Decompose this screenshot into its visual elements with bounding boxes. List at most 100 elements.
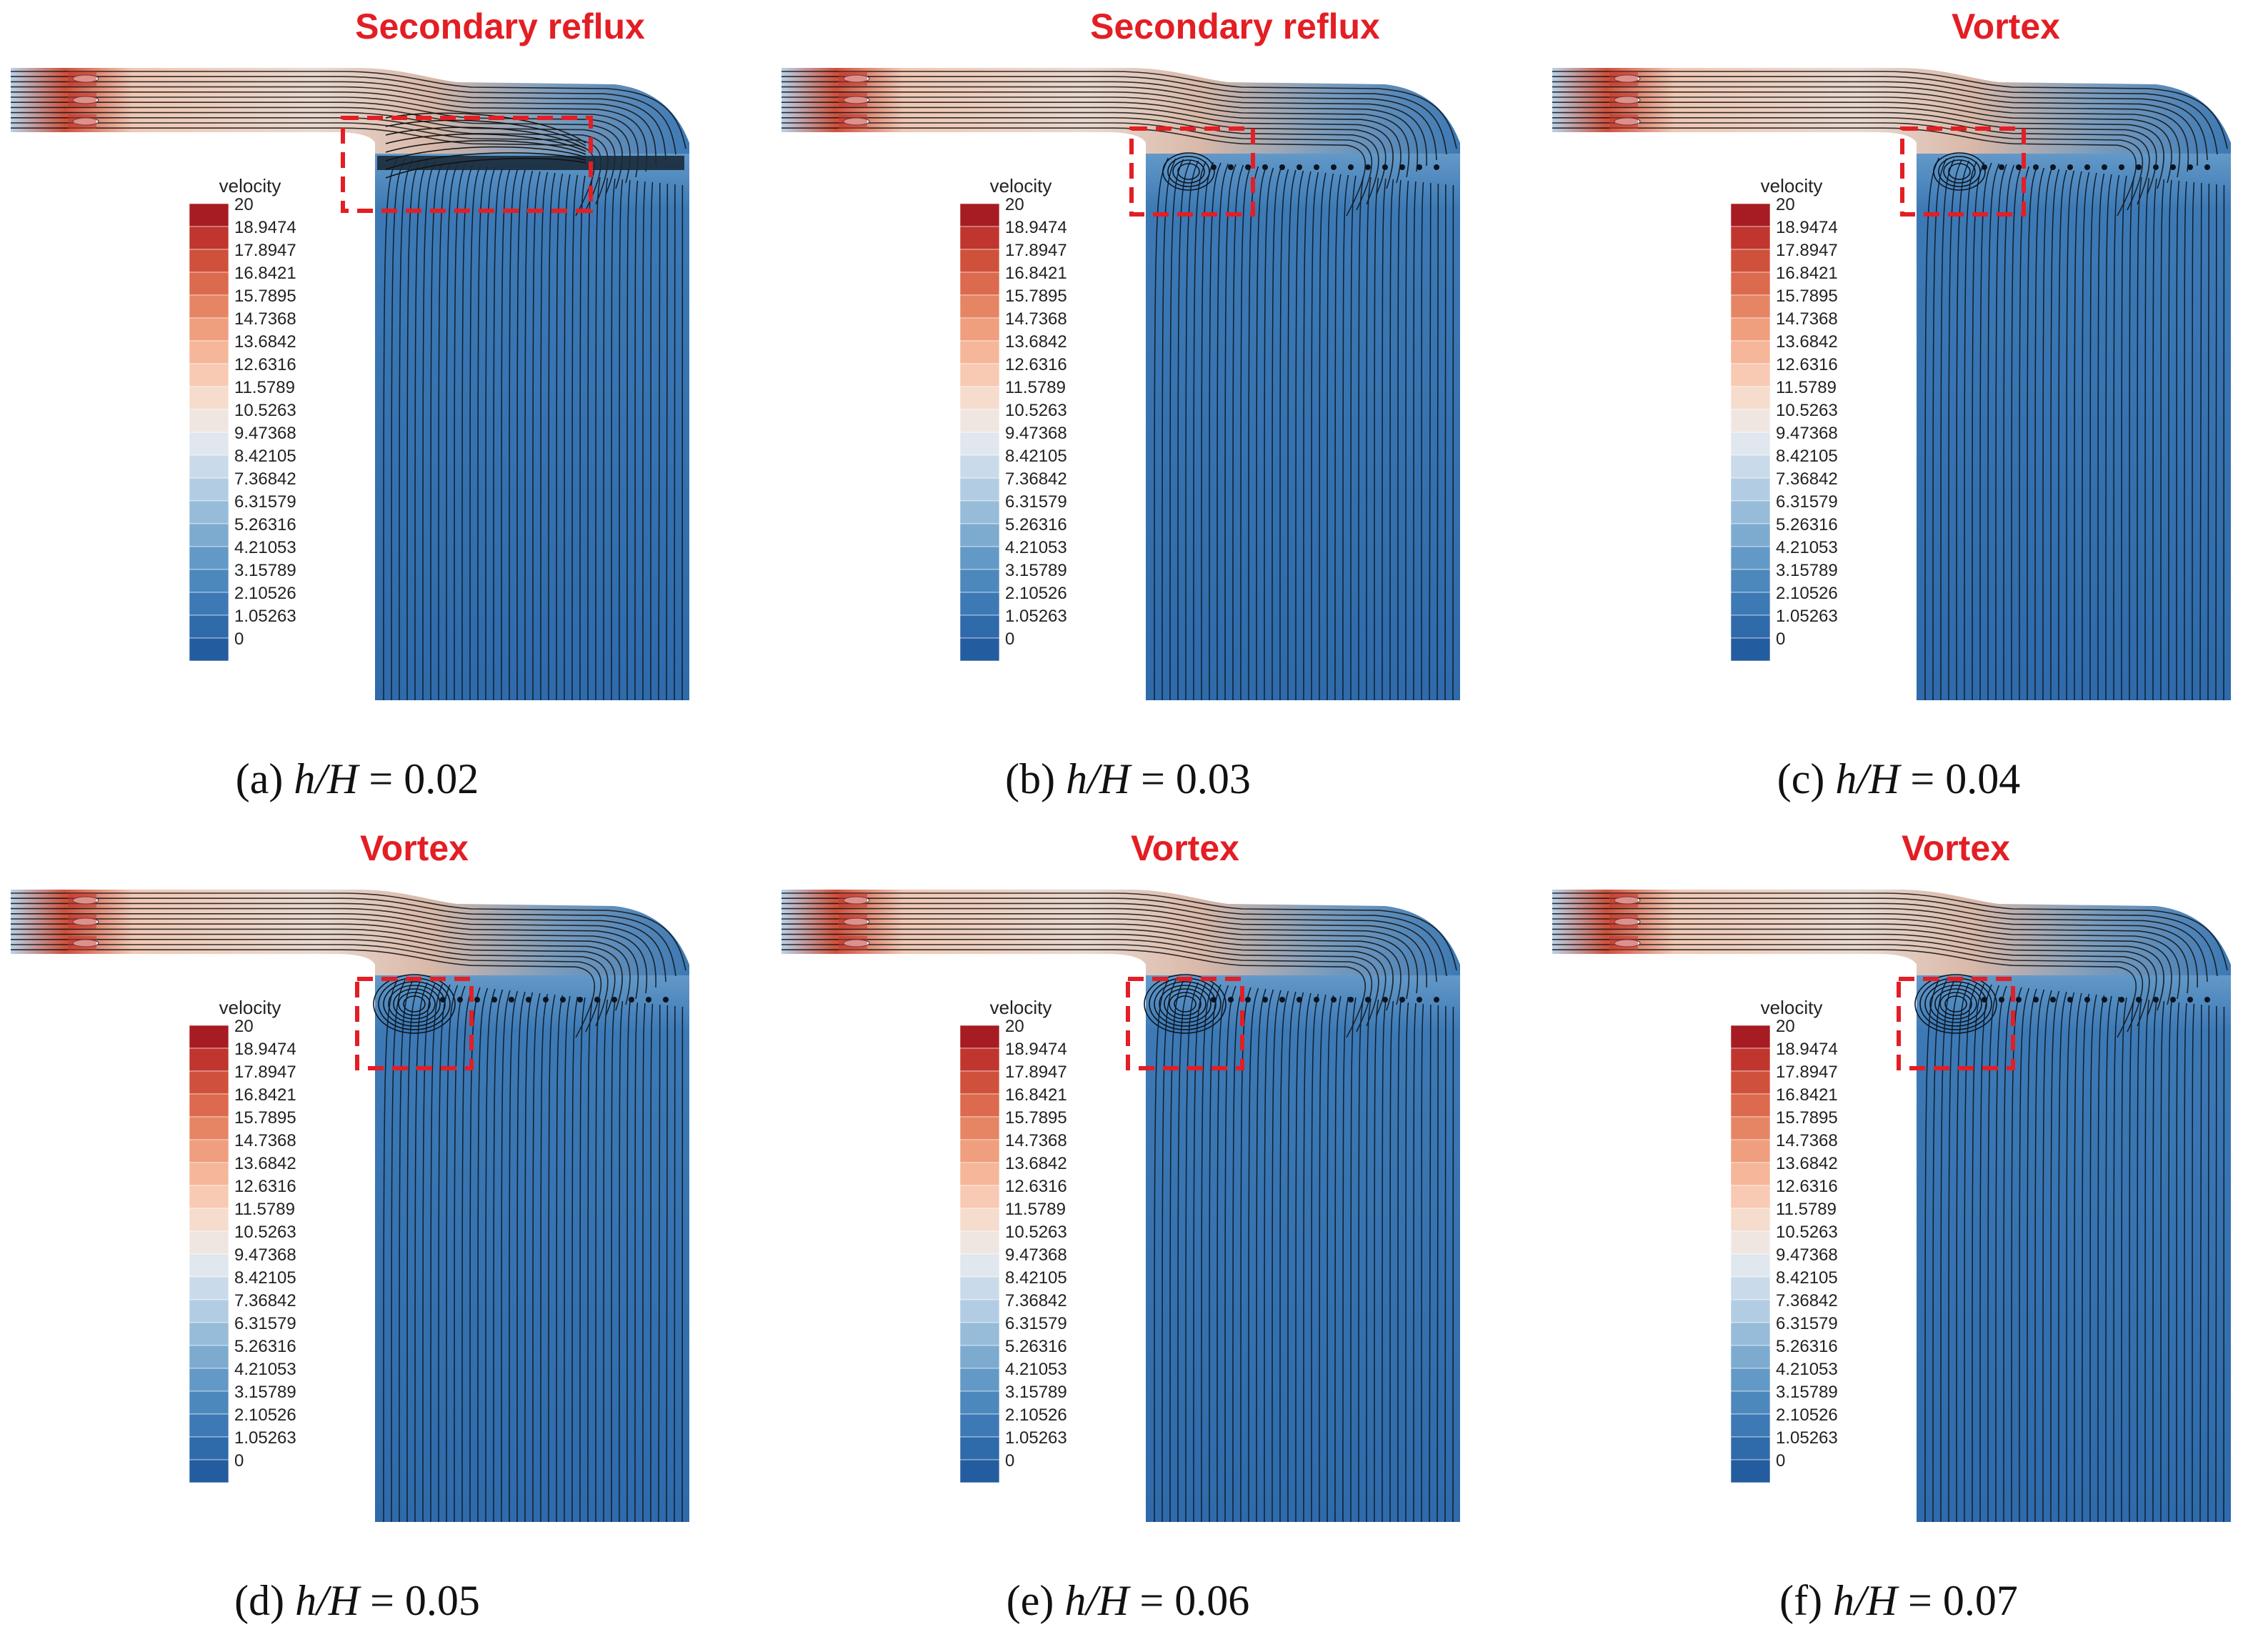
legend-swatch [959, 294, 1000, 319]
legend-value: 4.21053 [1776, 1360, 1838, 1379]
legend-swatch [189, 1070, 229, 1095]
legend-value: 10.5263 [234, 401, 296, 420]
legend-value: 6.31579 [1005, 1314, 1067, 1333]
legend-swatch [1730, 363, 1771, 387]
legend-swatch [1730, 1299, 1771, 1323]
legend-swatch [1730, 1162, 1771, 1186]
annotation-label: Secondary reflux [355, 6, 645, 46]
legend-value: 7.36842 [234, 1291, 296, 1310]
legend-swatch [189, 226, 229, 250]
legend-value: 7.36842 [234, 469, 296, 489]
inlet-channel [781, 890, 1460, 975]
legend-value: 16.8421 [1776, 1085, 1838, 1105]
legend-value: 10.5263 [1776, 401, 1838, 420]
legend-swatch [189, 1299, 229, 1323]
caption-ratio: h/H [294, 755, 359, 802]
legend-value: 7.36842 [1776, 469, 1838, 489]
legend-value: 10.5263 [1005, 1223, 1067, 1242]
legend-value: 2.10526 [234, 1405, 296, 1425]
legend-value: 13.6842 [1005, 1154, 1067, 1173]
caption-value: = 0.04 [1899, 755, 2021, 802]
caption-value: = 0.05 [359, 1577, 480, 1624]
legend-value: 12.6316 [1005, 1177, 1067, 1196]
legend-swatch [1730, 386, 1771, 410]
inlet-channel [1552, 68, 2231, 154]
legend-value: 18.9474 [1005, 218, 1067, 237]
caption-ratio: h/H [1066, 755, 1131, 802]
legend-value: 4.21053 [234, 1360, 296, 1379]
outlet-channel [1146, 143, 1460, 700]
highlight-box [341, 116, 593, 213]
legend-swatch [1730, 477, 1771, 502]
flow-field-plot [11, 890, 689, 1523]
legend-title: velocity [219, 175, 281, 196]
legend-value: 14.7368 [1005, 309, 1067, 329]
legend-value: 8.42105 [1005, 1268, 1067, 1288]
legend-swatch [1730, 523, 1771, 547]
legend-swatch [959, 1139, 1000, 1163]
caption-label: (d) [234, 1577, 296, 1624]
caption-ratio: h/H [1064, 1577, 1129, 1624]
caption-value: = 0.06 [1129, 1577, 1250, 1624]
inlet-streamlines [781, 892, 1457, 1038]
legend-swatch [1730, 249, 1771, 273]
legend-swatch [189, 477, 229, 502]
legend-swatch [959, 1162, 1000, 1186]
legend-swatch [959, 386, 1000, 410]
legend-swatch [189, 1322, 229, 1346]
legend-value: 8.42105 [234, 1268, 296, 1288]
legend-swatch [1730, 1436, 1771, 1461]
legend-title: velocity [1760, 997, 1823, 1018]
legend-swatch [1730, 1093, 1771, 1118]
legend-value: 11.5789 [1776, 1200, 1837, 1219]
legend-swatch [1730, 272, 1771, 296]
legend-value: 0 [1776, 1451, 1786, 1471]
caption-label: (f) [1779, 1577, 1834, 1624]
legend-value: 8.42105 [1005, 447, 1067, 466]
legend-swatch [959, 1185, 1000, 1209]
legend-swatch [1730, 1116, 1771, 1140]
legend-colorbar [1730, 1025, 1771, 1483]
legend-swatch [189, 1390, 229, 1415]
legend-value: 1.05263 [234, 1428, 296, 1448]
legend-value: 3.15789 [1776, 561, 1838, 580]
flow-feature [1933, 152, 2210, 191]
legend-swatch [1730, 1208, 1771, 1232]
legend-value: 2.10526 [1005, 584, 1067, 603]
outlet-streamlines [383, 157, 684, 701]
legend-value: 6.31579 [1776, 492, 1838, 512]
legend-title: velocity [219, 997, 281, 1018]
legend-value: 11.5789 [1776, 378, 1837, 397]
legend-value: 10.5263 [234, 1223, 296, 1242]
inlet-streamlines [1552, 892, 2228, 1038]
legend-value: 1.05263 [234, 607, 296, 626]
legend-swatch [1730, 1459, 1771, 1483]
legend-swatch [959, 272, 1000, 296]
legend-swatch [959, 340, 1000, 364]
legend-swatch [959, 500, 1000, 524]
caption-label: (a) [235, 755, 294, 802]
legend-swatch [959, 1390, 1000, 1415]
legend-swatch [1730, 1368, 1771, 1392]
legend-value: 15.7895 [1005, 287, 1067, 306]
legend-swatch [1730, 340, 1771, 364]
legend-swatch [959, 363, 1000, 387]
inlet-channel [11, 890, 689, 975]
legend-value: 4.21053 [1005, 538, 1067, 557]
legend-value: 20 [1005, 195, 1024, 214]
legend-value: 13.6842 [1005, 332, 1067, 352]
inlet-nozzles [1609, 71, 1641, 129]
legend-swatch [189, 1139, 229, 1163]
legend-swatch [959, 1116, 1000, 1140]
legend-swatch [189, 500, 229, 524]
legend-swatch [959, 1368, 1000, 1392]
flow-field-plot [1552, 68, 2231, 701]
legend-value: 11.5789 [234, 378, 295, 397]
legend-swatch [189, 1093, 229, 1118]
caption-label: (c) [1777, 755, 1836, 802]
legend-title: velocity [1760, 175, 1823, 196]
legend-swatch [1730, 1322, 1771, 1346]
